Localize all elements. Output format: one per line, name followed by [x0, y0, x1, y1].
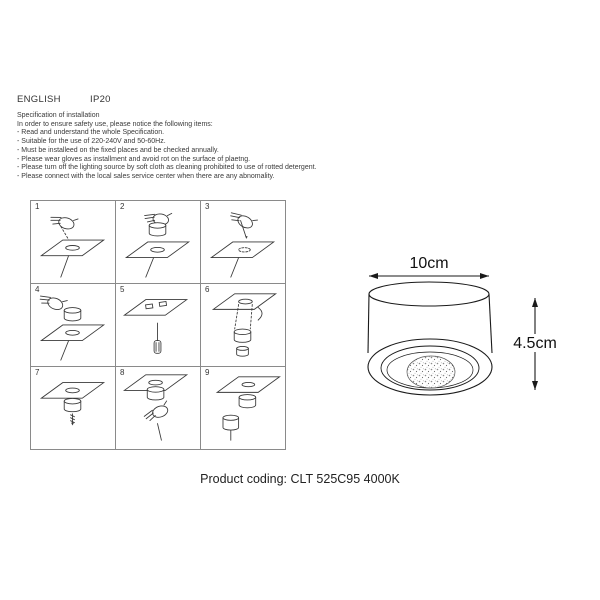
fixture-sketch [238, 394, 257, 409]
marking-circle-sketch [238, 247, 251, 253]
pen-sketch [240, 220, 247, 239]
mount-hole-sketch [238, 298, 253, 305]
hand-icon [141, 400, 172, 423]
spec-intro: In order to ensure safety use, please no… [17, 120, 213, 128]
step-illustration [123, 299, 188, 354]
ceiling-panel-sketch [123, 299, 188, 316]
fixture-sketch [148, 222, 167, 237]
mount-hole-sketch [65, 245, 80, 251]
step-number: 1 [35, 202, 40, 211]
language-label: ENGLISH [17, 94, 61, 105]
step-cell: 2 [115, 200, 201, 284]
step-number: 5 [120, 285, 125, 294]
spec-item: - Please connect with the local sales se… [17, 172, 275, 180]
step-illustration [212, 293, 277, 357]
clip-sketch [145, 303, 154, 310]
hand-icon [48, 210, 79, 232]
step-cell: 5 [115, 283, 201, 367]
wire-sketch [257, 306, 263, 321]
step-cell: 3 [200, 200, 286, 284]
product-coding: Product coding: CLT 525C95 4000K [200, 472, 400, 486]
mount-hole-sketch [65, 330, 80, 336]
step-number: 6 [205, 285, 210, 294]
step-number: 9 [205, 368, 210, 377]
mount-hole-sketch [148, 379, 163, 386]
spec-item: - Suitable for the use of 220-240V and 5… [17, 138, 166, 146]
specification-block: Specification of installation In order t… [17, 112, 347, 182]
step-number: 2 [120, 202, 125, 211]
product-diagram: 10cm 4.5cm [367, 255, 560, 396]
spec-title: Specification of installation [17, 112, 100, 119]
height-dimension-label: 4.5cm [513, 335, 557, 352]
spec-item: - Please wear gloves as installment and … [17, 155, 251, 163]
mount-hole-sketch [241, 381, 256, 388]
fixture-sketch [63, 397, 82, 413]
step-cell: 8 [115, 366, 201, 450]
step-illustration [40, 382, 105, 426]
fixture-top-sketch [368, 281, 490, 307]
step-illustration [125, 208, 190, 278]
step-cell: 1 [30, 200, 116, 284]
width-dimension-label: 10cm [409, 255, 448, 272]
spec-item: - Must be installeed on the fixed places… [17, 146, 219, 154]
step-illustration [210, 206, 275, 278]
step-illustration [216, 376, 281, 441]
fixture-sketch [146, 386, 165, 401]
step-number: 3 [205, 202, 210, 211]
step-cell: 7 [30, 366, 116, 450]
clip-sketch [158, 301, 168, 307]
step-number: 8 [120, 368, 125, 377]
step-cell: 9 [200, 366, 286, 450]
fixture-sketch [63, 307, 82, 322]
step-number: 7 [35, 368, 40, 377]
crystal-diffuser-sketch [406, 355, 456, 389]
fixture-sketch [233, 328, 252, 343]
step-illustration [37, 289, 105, 361]
step-cell: 4 [30, 283, 116, 367]
spec-item: - Read and understand the whole Specific… [17, 129, 165, 137]
mount-hole-sketch [150, 247, 165, 253]
step-illustration [40, 210, 105, 278]
step-number: 4 [35, 285, 40, 294]
hand-icon [37, 289, 68, 314]
ip-rating-label: IP20 [90, 94, 111, 105]
mount-hole-sketch [65, 387, 80, 394]
spec-item: - Please turn off the lighting source by… [17, 164, 317, 172]
installation-steps-grid: 1 2 [30, 200, 286, 450]
step-illustration [123, 374, 188, 441]
step-cell: 6 [200, 283, 286, 367]
